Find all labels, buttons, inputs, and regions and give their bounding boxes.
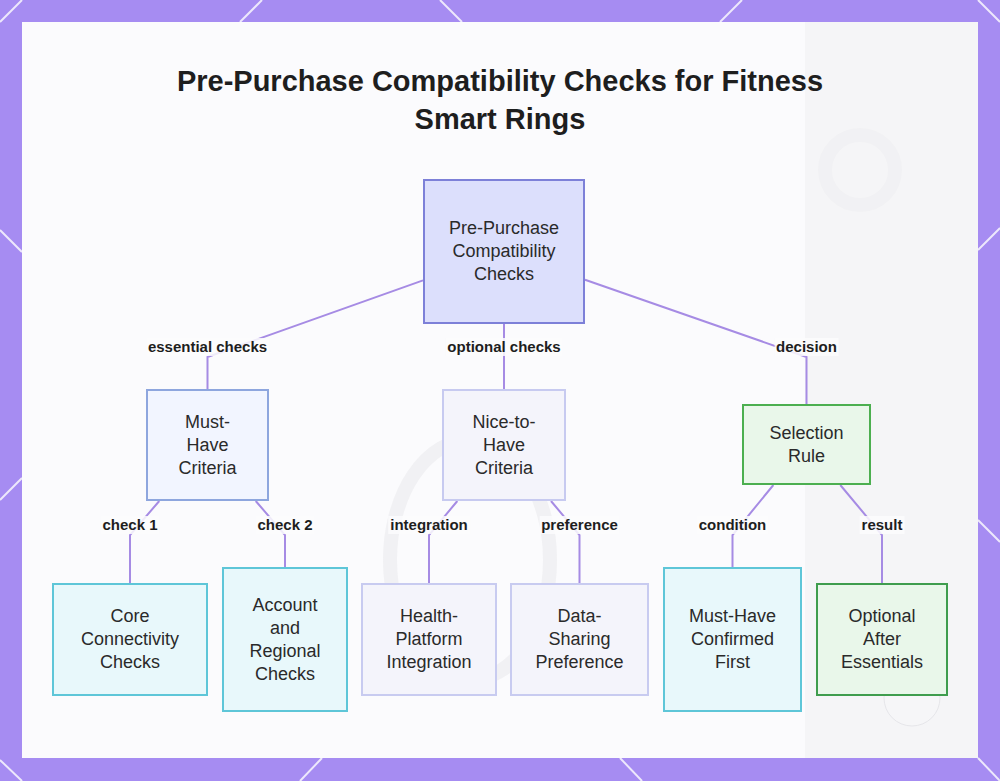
connector	[256, 501, 285, 567]
text-wrap: Account and Regional Checks	[244, 594, 326, 686]
node-label: Nice-to-Have Criteria	[464, 411, 544, 480]
connector	[130, 501, 159, 583]
edge-label: essential checks	[146, 338, 269, 356]
leaf-box: Must-Have Confirmed First	[663, 567, 802, 712]
text-wrap: Pre-Purchase Compatibility Checks	[445, 217, 563, 286]
decision-box: Selection Rule	[742, 404, 871, 485]
root-box: Pre-Purchase Compatibility Checks	[423, 179, 585, 324]
node-label: Account and Regional Checks	[244, 594, 326, 686]
node-label: Optional After Essentials	[832, 605, 932, 674]
node-label: Core Connectivity Checks	[74, 605, 186, 674]
category-box: Must-Have Criteria	[146, 389, 269, 501]
text-wrap: Must-Have Criteria	[168, 411, 248, 480]
connector	[429, 501, 457, 583]
node-label: Health-Platform Integration	[379, 605, 479, 674]
text-wrap: Health-Platform Integration	[379, 605, 479, 674]
leaf-box: Data-Sharing Preference	[510, 583, 649, 696]
edge-label: condition	[697, 516, 769, 534]
leaf-box: Account and Regional Checks	[222, 567, 348, 712]
edge-label: integration	[388, 516, 470, 534]
leaf-box: Optional After Essentials	[816, 583, 948, 696]
edge-label: optional checks	[445, 338, 562, 356]
node-label: Pre-Purchase Compatibility Checks	[445, 217, 563, 286]
text-wrap: Core Connectivity Checks	[74, 605, 186, 674]
connector	[840, 485, 882, 583]
node-label: Must-Have Criteria	[168, 411, 248, 480]
text-wrap: Selection Rule	[757, 422, 857, 468]
text-wrap: Data-Sharing Preference	[530, 605, 630, 674]
edge-label: decision	[774, 338, 839, 356]
text-wrap: Optional After Essentials	[832, 605, 932, 674]
edge-label: check 2	[255, 516, 314, 534]
edge-label: preference	[539, 516, 620, 534]
diagram-title: Pre-Purchase Compatibility Checks for Fi…	[150, 62, 850, 138]
node-label: Data-Sharing Preference	[530, 605, 630, 674]
connector	[208, 280, 424, 389]
leaf-box: Health-Platform Integration	[361, 583, 497, 696]
connector	[504, 324, 505, 389]
text-wrap: Must-Have Confirmed First	[687, 605, 779, 674]
leaf-box: Core Connectivity Checks	[52, 583, 208, 696]
edge-label: check 1	[100, 516, 159, 534]
edge-label: result	[860, 516, 905, 534]
node-label: Selection Rule	[757, 422, 857, 468]
connector	[551, 501, 580, 583]
category-box: Nice-to-Have Criteria	[442, 389, 566, 501]
node-label: Must-Have Confirmed First	[687, 605, 779, 674]
text-wrap: Nice-to-Have Criteria	[464, 411, 544, 480]
